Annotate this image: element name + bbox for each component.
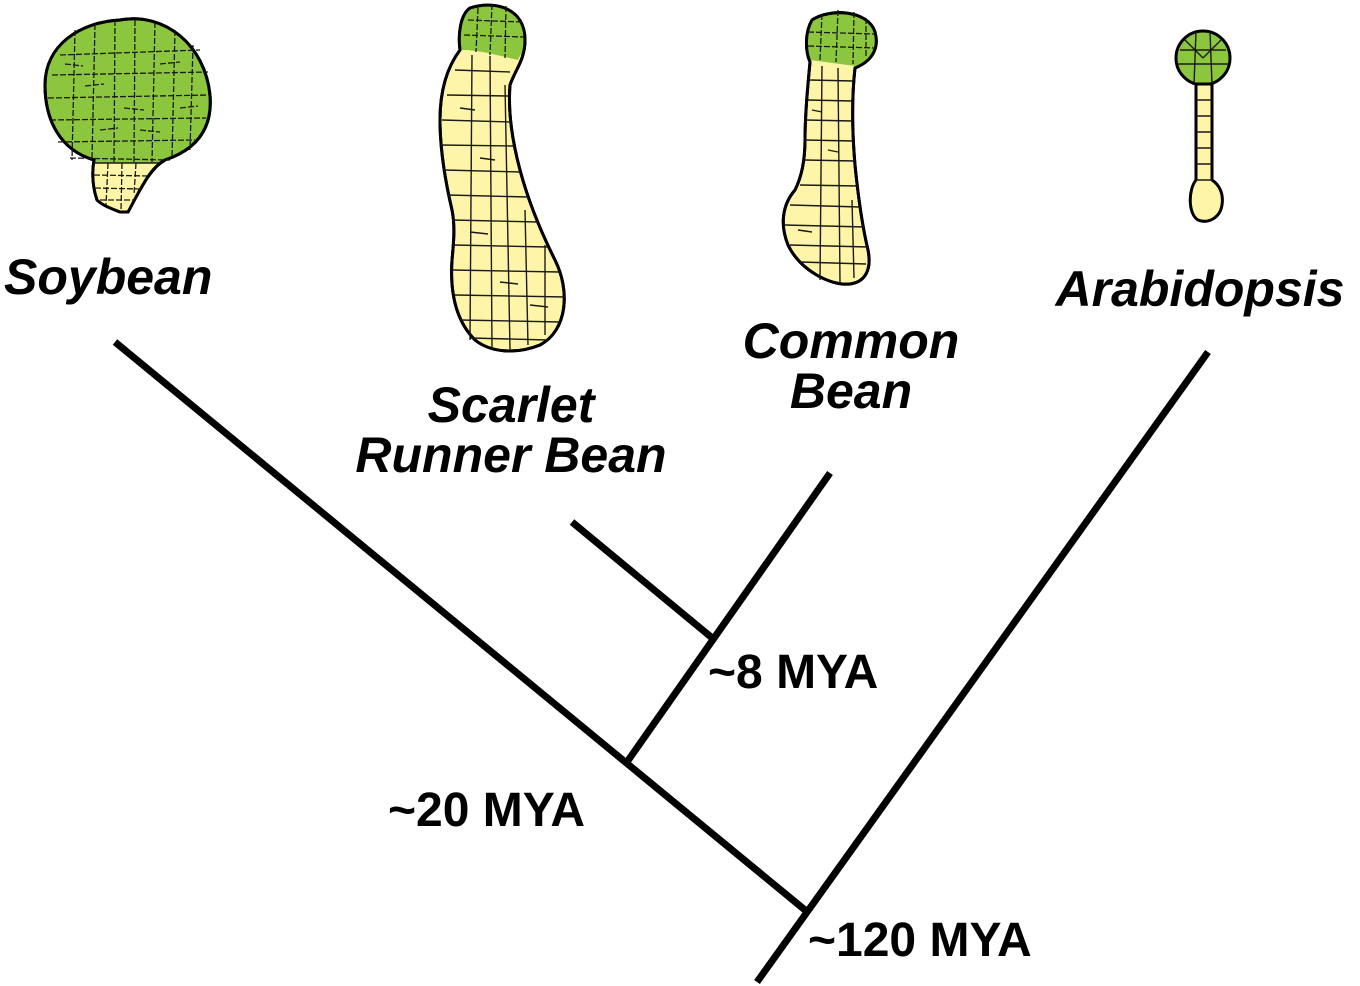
arabidopsis-embryo-illustration bbox=[1174, 29, 1232, 223]
species-label-common-line1: Common bbox=[743, 313, 960, 369]
soybean-embryo-illustration bbox=[43, 17, 212, 214]
branch-soybean bbox=[112, 339, 808, 913]
branch-scarlet-runner-bean bbox=[569, 519, 714, 640]
divergence-label-20: ~20 MYA bbox=[388, 784, 585, 837]
common-bean-embryo-illustration bbox=[781, 9, 878, 286]
species-label-arabidopsis: Arabidopsis bbox=[1054, 261, 1345, 317]
branch-common-bean bbox=[624, 470, 833, 765]
species-label-soybean: Soybean bbox=[4, 249, 212, 305]
species-label-scarlet-line1: Scarlet bbox=[428, 377, 597, 433]
species-label-scarlet-line2: Runner Bean bbox=[355, 427, 666, 483]
scarlet-runner-bean-embryo-illustration bbox=[438, 3, 566, 353]
species-label-common-line2: Bean bbox=[790, 363, 912, 419]
phylogenetic-tree bbox=[112, 339, 1211, 985]
branch-arabidopsis bbox=[754, 349, 1211, 985]
divergence-label-8: ~8 MYA bbox=[708, 646, 878, 699]
divergence-label-120: ~120 MYA bbox=[808, 914, 1032, 967]
